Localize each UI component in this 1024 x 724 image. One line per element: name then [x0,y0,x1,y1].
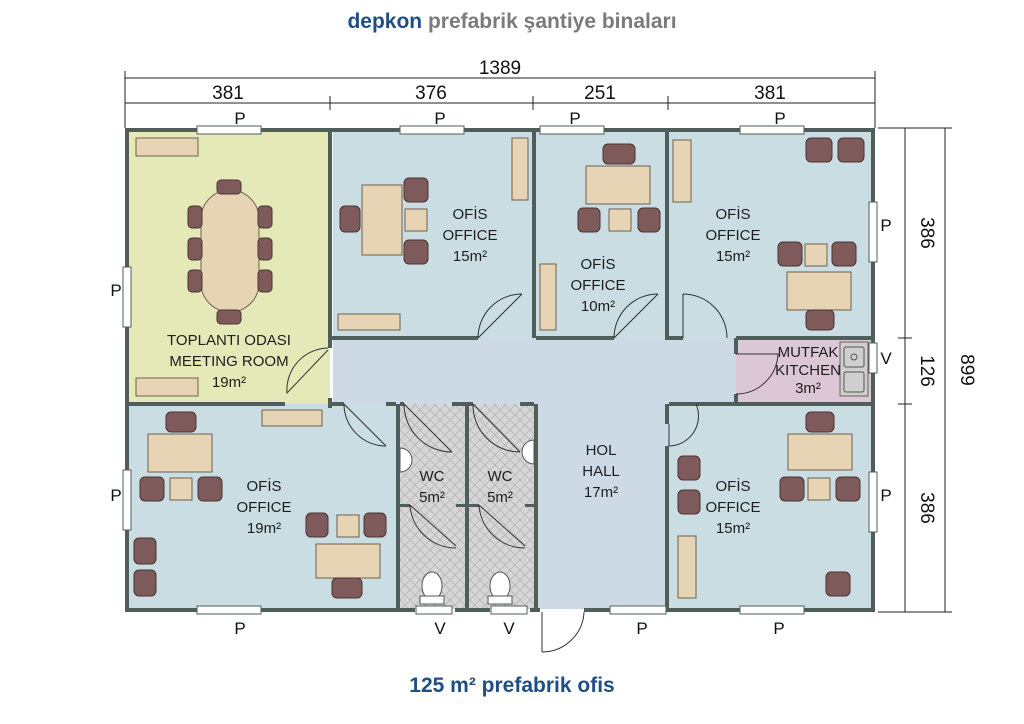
office5-label-1: OFİS [715,477,750,495]
office2-desk [585,165,651,205]
room-labels: TOPLANTI ODASI MEETING ROOM 19m² OFİS OF… [167,205,841,537]
office3-label-1: OFİS [715,205,750,223]
office3-desk [786,271,852,311]
windows [122,125,878,615]
dim-seg-1: 381 [212,83,244,104]
meeting-area: 19m² [212,374,246,391]
dim-right-2: 126 [916,355,937,387]
markers: P P P P P P P P V P V V P P [110,109,892,638]
office2-area: 10m² [581,298,615,315]
hall-floor [535,404,668,609]
wc2-label: WC [488,468,513,485]
meeting-table [200,189,260,313]
wc1-label: WC [420,468,445,485]
kitchen-area: 3m² [795,380,821,397]
hall-area: 17m² [584,484,618,501]
office3-label-2: OFFICE [706,227,761,244]
vent-marker: V [880,349,892,368]
hall-label-2: HALL [582,463,620,480]
brand-tagline: prefabrik şantiye binaları [427,10,677,33]
office5-label-2: OFFICE [706,499,761,516]
meeting-cabinet-top [135,137,199,157]
dim-right-3: 386 [916,492,937,524]
vent-marker: V [434,619,446,638]
dim-seg-3: 251 [584,83,616,104]
panel-marker: P [774,109,785,128]
kitchen-label-2: KITCHEN [775,362,841,379]
dim-total: 1389 [479,58,521,79]
panel-marker: P [636,619,647,638]
dim-right-total: 899 [956,354,977,386]
kitchen-sink [843,346,865,393]
chairs [133,137,865,599]
page-header: depkon prefabrik şantiye binaları [0,10,1024,34]
office3-area: 15m² [716,248,750,265]
meeting-label-1: TOPLANTI ODASI [167,332,291,349]
office1-label-2: OFFICE [443,227,498,244]
panel-marker: P [234,109,245,128]
wc2-area: 5m² [487,489,513,506]
vent-marker: V [503,619,515,638]
wc1-area: 5m² [419,489,445,506]
office4-label-2: OFFICE [237,499,292,516]
office4-desk-2 [315,543,381,579]
dim-right-1: 386 [916,217,937,249]
panel-marker: P [773,619,784,638]
hall-label-1: HOL [586,442,617,459]
meeting-cabinet-bottom [135,377,199,397]
office4-desk-1 [147,433,213,473]
dim-seg-4: 381 [754,83,786,104]
office1-area: 15m² [453,248,487,265]
panel-marker: P [569,109,580,128]
office4-label-1: OFİS [246,477,281,495]
right-dimensions [878,127,952,613]
brand-name: depkon [347,10,423,33]
kitchen-label-1: MUTFAK [778,344,839,361]
panel-marker: P [110,486,121,505]
sanitary-fixtures [399,439,535,605]
dim-seg-2: 376 [415,83,447,104]
corridor-floor [333,338,736,404]
top-dimensions [124,71,876,128]
office5-area: 15m² [716,520,750,537]
office5-desk [787,433,853,471]
panel-marker: P [234,619,245,638]
meeting-label-2: MEETING ROOM [169,353,288,370]
panel-marker: P [880,216,891,235]
office1-label-1: OFİS [452,205,487,223]
office2-label-2: OFFICE [571,277,626,294]
wc-2-basin [521,439,535,465]
kitchen-counter [839,341,869,397]
panel-marker: P [110,281,121,300]
office1-desk [361,184,403,256]
doors [286,293,779,653]
office4-area: 19m² [247,520,281,537]
wc-1-basin [399,447,413,473]
panel-marker: P [434,109,445,128]
furniture [135,137,869,599]
office2-label-1: OFİS [580,255,615,273]
panel-marker: P [880,486,891,505]
page-caption: 125 m² prefabrik ofis [409,674,615,697]
